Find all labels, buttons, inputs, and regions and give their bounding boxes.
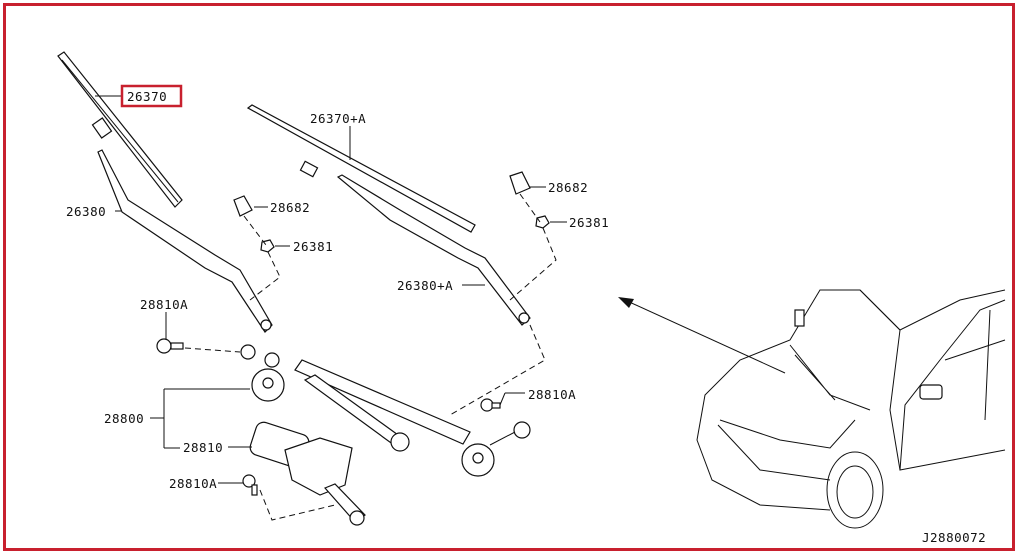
label-28800[interactable]: 28800 — [104, 411, 144, 426]
label-26370[interactable]: 26370 — [127, 89, 167, 104]
label-28810[interactable]: 28810 — [183, 440, 223, 455]
label-26380[interactable]: 26380 — [66, 204, 106, 219]
wiper-arm-right[interactable] — [336, 174, 531, 326]
label-26370-a[interactable]: 26370+A — [310, 111, 366, 126]
label-26381-right[interactable]: 26381 — [569, 215, 609, 230]
wiper-blade-left[interactable] — [57, 51, 183, 208]
wiper-blade-right[interactable] — [246, 104, 476, 233]
selection-frame — [3, 3, 1015, 551]
wiper-arm-left[interactable] — [97, 149, 273, 333]
label-28810a-lower[interactable]: 28810A — [169, 476, 217, 491]
label-28682-left[interactable]: 28682 — [270, 200, 310, 215]
bolt-lower[interactable] — [242, 474, 258, 496]
wiper-motor[interactable] — [248, 420, 366, 526]
label-28682-right[interactable]: 28682 — [548, 180, 588, 195]
label-28810a-right[interactable]: 28810A — [528, 387, 576, 402]
label-26381-left[interactable]: 26381 — [293, 239, 333, 254]
label-26380-a[interactable]: 26380+A — [397, 278, 453, 293]
pivot-cap-left[interactable] — [233, 195, 253, 217]
vehicle-illustration — [696, 289, 1006, 529]
diagram-code: J2880072 — [922, 530, 986, 545]
bolt-right[interactable] — [480, 398, 501, 412]
wiper-linkage-assembly[interactable] — [240, 344, 531, 477]
highlight-box — [120, 84, 183, 108]
pivot-cap-right[interactable] — [509, 171, 531, 195]
bolt-upper-left[interactable] — [156, 338, 184, 354]
label-28810a-upper[interactable]: 28810A — [140, 297, 188, 312]
nut-right[interactable] — [535, 215, 550, 229]
